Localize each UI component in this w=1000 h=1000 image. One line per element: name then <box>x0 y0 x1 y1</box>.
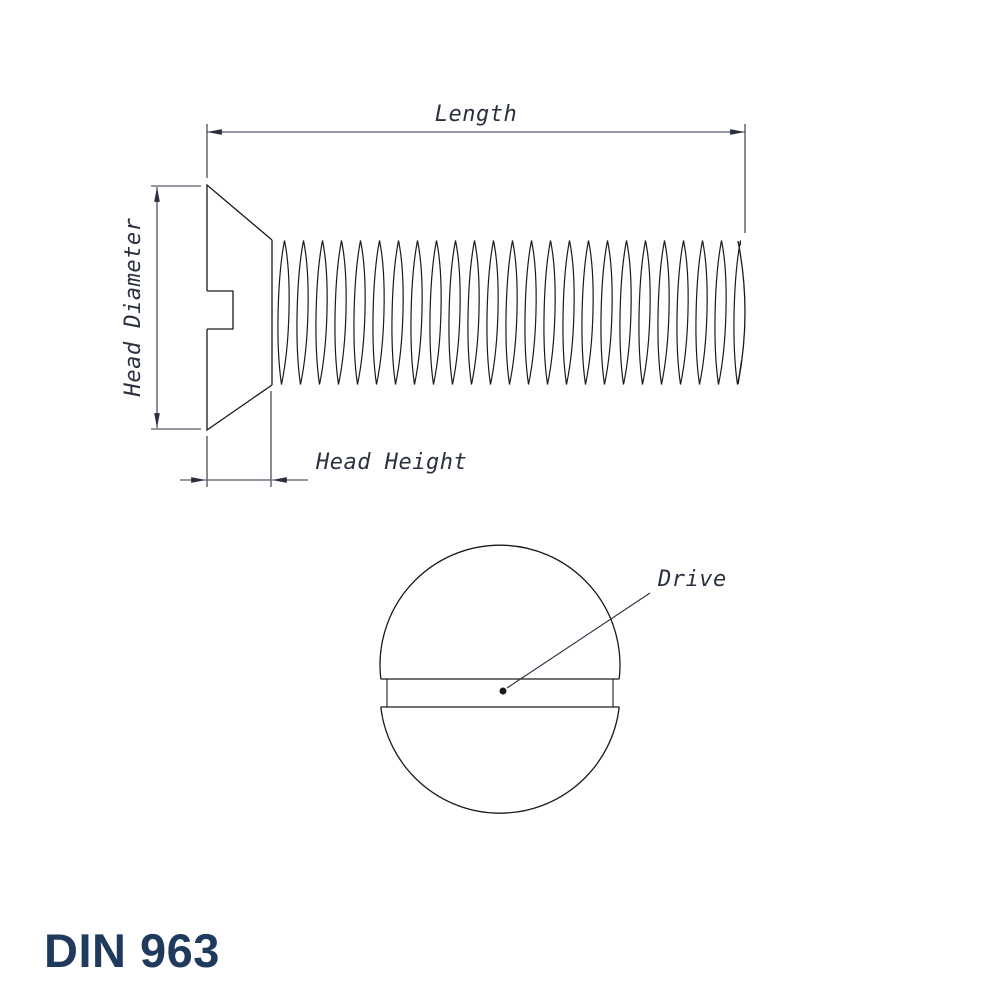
length-extension-lines <box>206 124 746 233</box>
head-diameter-extension-lines <box>151 185 201 430</box>
thread-end-cap <box>737 240 746 385</box>
front-view: Drive <box>379 544 727 814</box>
thread-section <box>273 239 741 386</box>
head-diameter-dimension: Head Diameter <box>121 185 201 430</box>
head-circle-bottom-arc <box>380 706 620 814</box>
length-label: Length <box>435 102 517 127</box>
standard-title: DIN 963 <box>44 924 220 977</box>
head-height-label: Head Height <box>315 450 467 475</box>
slot-edges <box>380 678 620 708</box>
head-circle-top-arc <box>379 544 621 680</box>
head-outline <box>206 183 273 432</box>
length-dimension: Length <box>206 102 746 233</box>
drive-label: Drive <box>657 567 727 592</box>
head-diameter-label: Head Diameter <box>121 217 146 397</box>
drive-center-dot <box>499 687 507 695</box>
head-height-extension-lines <box>206 391 272 487</box>
slot-notch <box>207 290 234 330</box>
slot-end-walls <box>386 679 614 707</box>
head-height-dimension: Head Height <box>180 391 467 487</box>
side-view <box>206 183 746 432</box>
drive-leader-line <box>506 592 651 689</box>
